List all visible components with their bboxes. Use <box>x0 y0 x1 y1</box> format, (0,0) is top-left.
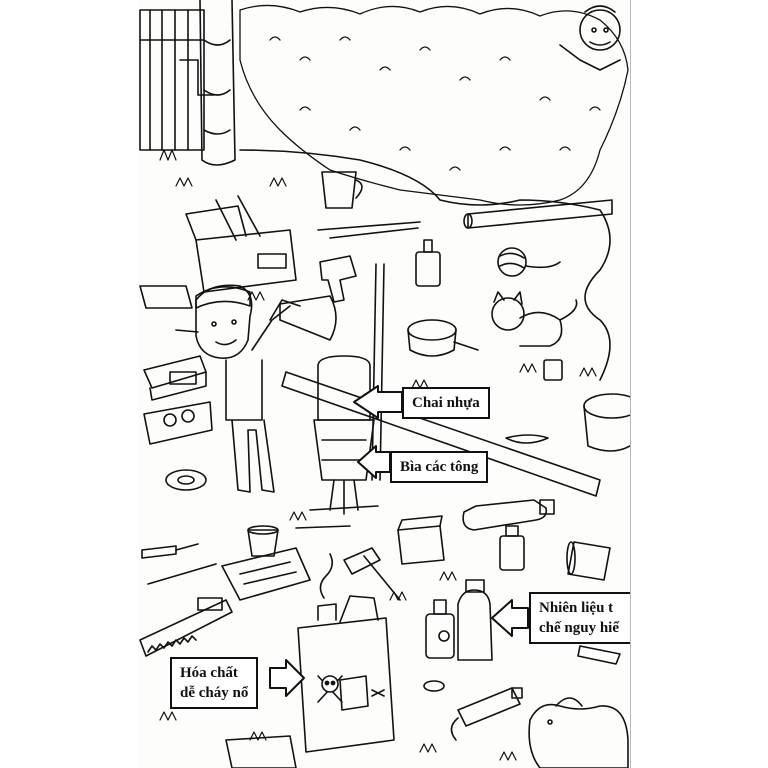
crate-illustration <box>143 355 207 401</box>
paste-tube-illustration <box>577 645 621 665</box>
arrow-hoa-chat <box>269 659 305 697</box>
cat-illustration <box>491 291 578 347</box>
smoke-illustration <box>319 553 334 599</box>
lid-illustration <box>423 680 445 692</box>
callout-arrows <box>269 385 529 697</box>
tube-illustration <box>463 199 613 229</box>
peeking-person-illustration <box>559 5 621 71</box>
label-flammable-chemical-line2: dễ cháy nổ <box>180 685 249 701</box>
label-cardboard-text: Bìa các tông <box>400 459 479 475</box>
saw-illustration <box>139 597 233 657</box>
cloth-illustration <box>225 735 297 768</box>
lying-bottle-illustration <box>462 499 555 531</box>
screwdriver-illustration <box>141 543 199 559</box>
label-dangerous-fuel: Nhiên liệu t chế nguy hiể <box>529 592 630 644</box>
hose-illustration <box>239 149 611 381</box>
arrow-bia-cac-tong <box>357 445 391 479</box>
tray-illustration <box>143 401 213 445</box>
hammer-illustration <box>343 547 401 601</box>
measuring-cup-illustration <box>321 171 363 209</box>
pan-illustration <box>407 319 479 357</box>
chemical-jerrycan-illustration <box>297 595 395 753</box>
fence-illustration <box>139 9 205 151</box>
spilled-bottle-illustration <box>450 687 523 741</box>
line-art-scene <box>139 0 630 768</box>
drill-illustration <box>319 255 357 303</box>
cardboard-box-illustration <box>185 195 297 293</box>
tape-roll-illustration <box>165 469 207 491</box>
bucket-illustration <box>583 393 630 452</box>
illustration-page: Chai nhựa Bìa các tông Nhiên liệu t chế … <box>138 0 630 768</box>
label-dangerous-fuel-line2: chế nguy hiể <box>539 620 620 636</box>
label-plastic-bottle: Chai nhựa <box>402 387 490 419</box>
tree-trunk-illustration <box>179 0 236 166</box>
plank-illustration <box>281 371 601 497</box>
skull-crossbones-icon <box>317 675 343 703</box>
label-plastic-bottle-text: Chai nhựa <box>412 395 480 411</box>
jar-illustration <box>499 525 525 571</box>
bush-illustration <box>239 4 629 206</box>
arrow-nhien-lieu <box>491 599 529 637</box>
yarn-ball-illustration <box>497 247 561 277</box>
mug-illustration <box>543 359 563 381</box>
watermelon-slice-illustration <box>505 434 549 444</box>
book-illustration <box>139 285 193 309</box>
fuel-bottles-illustration <box>425 579 493 661</box>
page-edge <box>630 0 631 768</box>
container-illustration <box>397 515 445 565</box>
paper-cone-illustration <box>279 295 337 341</box>
cup-illustration <box>247 525 279 557</box>
small-bottle-illustration <box>415 239 441 287</box>
boy-figure-illustration <box>175 284 301 493</box>
arrow-chai-nhua <box>353 385 403 419</box>
label-dangerous-fuel-line1: Nhiên liệu t <box>539 600 614 616</box>
label-flammable-chemical: Hóa chất dễ cháy nổ <box>170 657 259 709</box>
can-illustration <box>566 541 611 581</box>
rocket-launcher-illustration <box>309 263 385 515</box>
newspaper-illustration <box>221 547 311 601</box>
label-flammable-chemical-line1: Hóa chất <box>180 665 238 681</box>
label-cardboard: Bìa các tông <box>390 451 489 483</box>
dog-illustration <box>528 697 629 768</box>
sticks-illustration <box>317 221 421 239</box>
